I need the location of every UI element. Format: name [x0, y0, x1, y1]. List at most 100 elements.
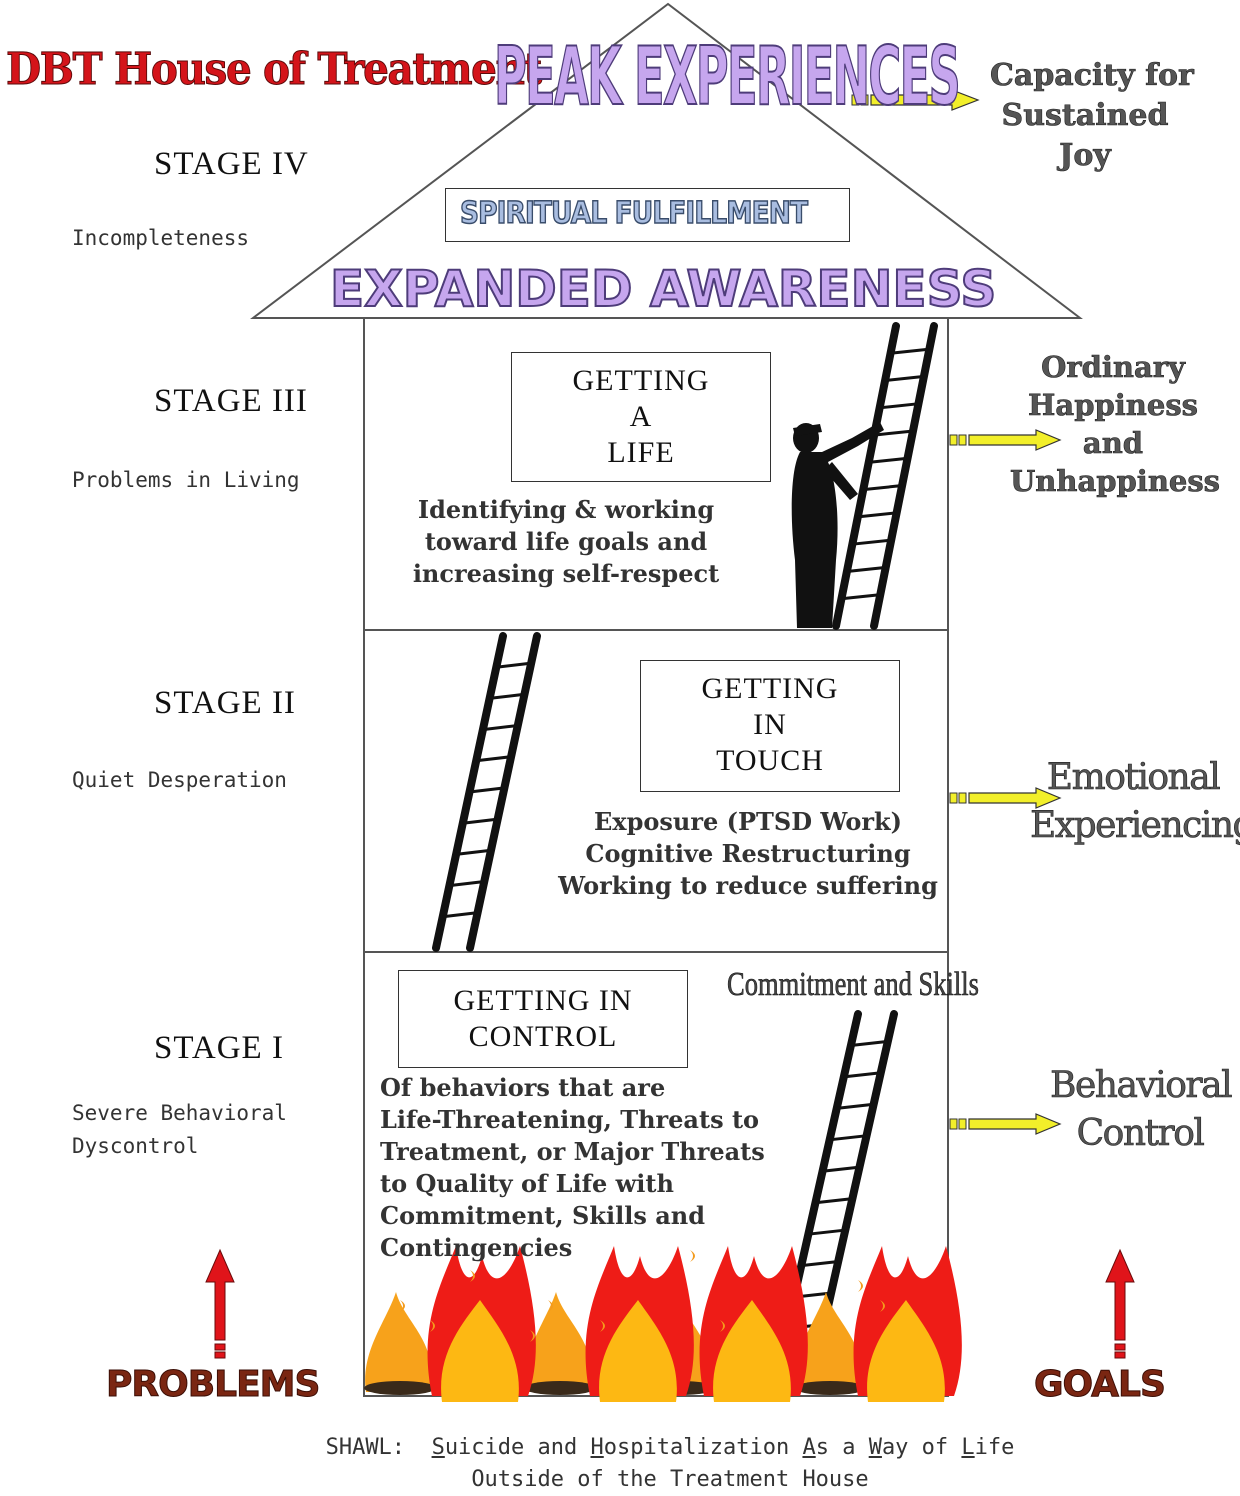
stage-4-outcome: Capacity for Sustained Joy — [990, 56, 1194, 176]
large-flame-inner — [599, 1300, 677, 1402]
spark — [470, 1270, 475, 1282]
ladder-rung — [852, 538, 891, 546]
ladder-rung — [836, 1102, 873, 1110]
detail-line: Of behaviors that are — [380, 1073, 666, 1102]
stage-4-description: Incompleteness — [72, 226, 250, 250]
ladder-rung — [890, 347, 929, 355]
large-flame-inner — [713, 1300, 791, 1402]
outcome-line: Behavioral — [1050, 1065, 1233, 1107]
outcome-line: Control — [1076, 1113, 1205, 1155]
spark — [858, 1280, 863, 1292]
large-flame-inner — [441, 1300, 519, 1402]
stage-4-name: STAGE IV — [154, 146, 309, 182]
spark — [880, 1300, 885, 1312]
ladder-rung — [469, 786, 504, 794]
outcome-line: Unhappiness — [1010, 464, 1221, 499]
ladder-rung — [482, 724, 518, 732]
ladder-rung — [476, 755, 511, 763]
stage-3-details: Identifying & working toward life goals … — [386, 494, 746, 590]
stage-1-name: STAGE I — [154, 1030, 284, 1066]
box-line: CONTROL — [468, 1020, 618, 1053]
ladder-rung — [857, 511, 896, 519]
spark — [400, 1300, 405, 1312]
outcome-line: Ordinary — [1041, 350, 1185, 385]
box-line: A — [629, 400, 653, 433]
small-flame — [525, 1292, 592, 1392]
ladder-rung — [449, 880, 484, 888]
ladder-rung — [841, 593, 880, 601]
acronym-letter: A — [802, 1435, 816, 1460]
box-line: GETTING IN — [453, 984, 633, 1017]
outcome-arrow-icon — [851, 89, 980, 111]
detail-line: to Quality of Life with — [380, 1169, 674, 1198]
box-line: IN — [753, 708, 787, 741]
ladder-rail — [466, 632, 541, 952]
commitment-and-skills-label: Commitment and Skills — [727, 966, 979, 1004]
ladder-rung — [462, 817, 497, 825]
ladder-rung — [868, 456, 907, 464]
acronym-letter: W — [868, 1435, 882, 1460]
detail-line: increasing self-respect — [412, 559, 720, 588]
spiritual-fulfillment-box — [445, 188, 850, 242]
ladder-rung — [829, 1134, 866, 1142]
shawl-footnote: SHAWL: Suicide and Hospitalization As a … — [300, 1432, 1040, 1496]
peak-experiences-label: PEAK EXPERIENCES — [493, 29, 961, 124]
person-climbing-silhouette-icon — [791, 422, 884, 628]
outcome-line: Experiencing — [1030, 805, 1240, 847]
stage-1-description: Severe Behavioral Dyscontrol — [72, 1097, 287, 1163]
acronym-letter: L — [961, 1435, 975, 1460]
detail-line: Exposure (PTSD Work) — [593, 807, 902, 836]
detail-line: Identifying & working — [417, 495, 715, 524]
ladder-rail — [832, 322, 900, 630]
large-flame-inner — [867, 1300, 945, 1402]
stage-3-description: Problems in Living — [72, 468, 300, 492]
acronym-word-rest: s a — [815, 1435, 869, 1460]
goals-label: GOALS — [1034, 1364, 1167, 1406]
outcome-line: Happiness — [1028, 388, 1199, 423]
outcome-line: Emotional — [1046, 757, 1221, 799]
spiritual-fulfillment-label: SPIRITUAL FULFILLMENT — [459, 195, 808, 232]
stage-3-name: STAGE III — [154, 383, 308, 419]
outcome-arrow-icon — [949, 429, 1062, 451]
small-flame — [795, 1292, 862, 1392]
ladder-rung — [863, 484, 902, 492]
outcome-line: and — [1082, 426, 1144, 461]
footnote-line-2: Outside of the Treatment House — [471, 1467, 869, 1492]
spark — [600, 1320, 605, 1332]
outcome-arrow-icon — [949, 1113, 1062, 1135]
stage-2-name: STAGE II — [154, 685, 296, 721]
diagram-title: DBT House of Treatment — [6, 44, 543, 96]
getting-in-control-box: GETTING IN CONTROL — [398, 970, 688, 1068]
ladder-rung — [846, 565, 886, 573]
acronym-word-rest: ife — [974, 1435, 1015, 1460]
flames-icon — [364, 1246, 962, 1402]
acronym-letter: S — [431, 1435, 445, 1460]
ladder-rung — [879, 402, 918, 410]
red-up-arrow-icon — [1105, 1248, 1135, 1359]
getting-in-touch-box: GETTING IN TOUCH — [640, 660, 900, 792]
ladder-icon — [432, 632, 541, 952]
box-line: GETTING — [572, 364, 710, 397]
detail-line: Contingencies — [380, 1233, 573, 1262]
ladder-rung — [874, 429, 913, 437]
acronym-word-rest: ospitalization — [603, 1435, 803, 1460]
spark — [430, 1320, 435, 1332]
detail-line: Life-Threatening, Threats to — [380, 1105, 760, 1134]
ladder-rail — [870, 322, 938, 630]
ember-log — [364, 1381, 436, 1395]
ladder-rung — [808, 1228, 845, 1236]
detail-line: Cognitive Restructuring — [585, 839, 911, 868]
outcome-line: Capacity for — [990, 58, 1194, 94]
ember-log — [794, 1381, 866, 1395]
acronym-word-rest: uicide and — [444, 1435, 591, 1460]
ladder-rung — [884, 375, 924, 383]
detail-line: Treatment, or Major Threats — [380, 1137, 765, 1166]
shawl-acronym-expansion: Suicide and Hospitalization As a Way of … — [432, 1435, 1015, 1460]
red-up-arrow-icon — [205, 1248, 235, 1359]
stage-2-details: Exposure (PTSD Work) Cognitive Restructu… — [548, 806, 948, 902]
ladder-rung — [843, 1071, 880, 1079]
expanded-awareness-label: EXPANDED AWARENESS — [329, 259, 997, 319]
ladder-rung — [815, 1197, 852, 1205]
detail-line: Commitment, Skills and — [380, 1201, 705, 1230]
